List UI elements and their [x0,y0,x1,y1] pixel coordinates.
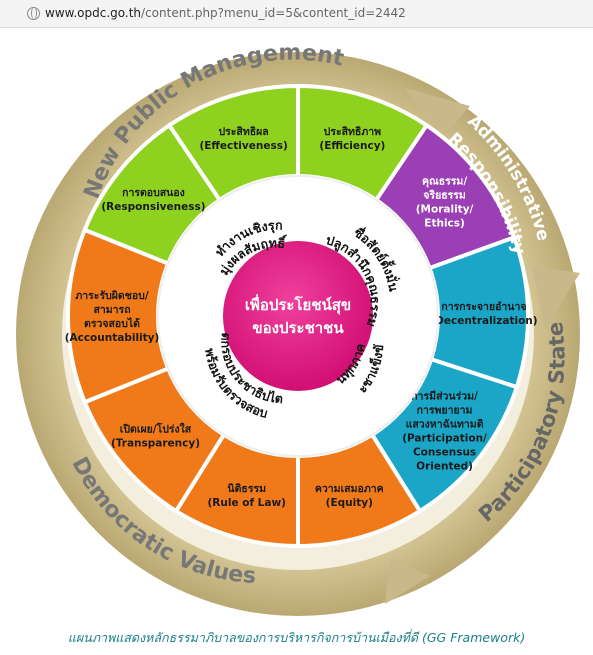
center-line-1: เพื่อประโยชน์สุข [245,294,351,315]
segment-label-decentralization: การกระจายอำนาจ(Decentralization) [430,301,537,327]
ring-arrow-admin [405,88,470,140]
center-circle [223,241,373,391]
segment-label-effectiveness: ประสิทธิผล(Effectiveness) [199,126,287,152]
segment-label-morality: คุณธรรม/จริยธรรม(Morality/Ethics) [416,175,474,229]
figure-caption: แผนภาพแสดงหลักธรรมาภิบาลของการบริหารกิจก… [67,630,526,645]
gg-framework-diagram: ประสิทธิภาพ(Efficiency) คุณธรรม/จริยธรรม(… [0,28,580,616]
ring-arrow-participatory [532,266,580,328]
globe-icon [27,7,40,20]
address-bar[interactable]: www.opdc.go.th/content.php?menu_id=5&con… [0,0,593,28]
ring-arrow-democratic [385,558,430,604]
segment-label-responsiveness: การตอบสนอง(Responsiveness) [101,187,205,213]
segment-label-accountability: ภาระรับผิดชอบ/สามารถตรวจสอบได้(Accountab… [65,290,160,344]
segment-label-efficiency: ประสิทธิภาพ(Efficiency) [319,126,385,152]
url-text[interactable]: www.opdc.go.th/content.php?menu_id=5&con… [45,6,406,20]
segment-label-equity: ความเสมอภาค(Equity) [315,483,384,509]
segment-label-rule_of_law: นิติธรรม(Rule of Law) [208,483,286,509]
segment-label-participation: การมีส่วนร่วม/การพยายามแสวงหาฉันทามติ(Pa… [402,390,487,473]
segment-label-transparency: เปิดเผย/โปร่งใส(Transparency) [111,422,200,450]
center-line-2: ของประชาชน [252,319,344,337]
